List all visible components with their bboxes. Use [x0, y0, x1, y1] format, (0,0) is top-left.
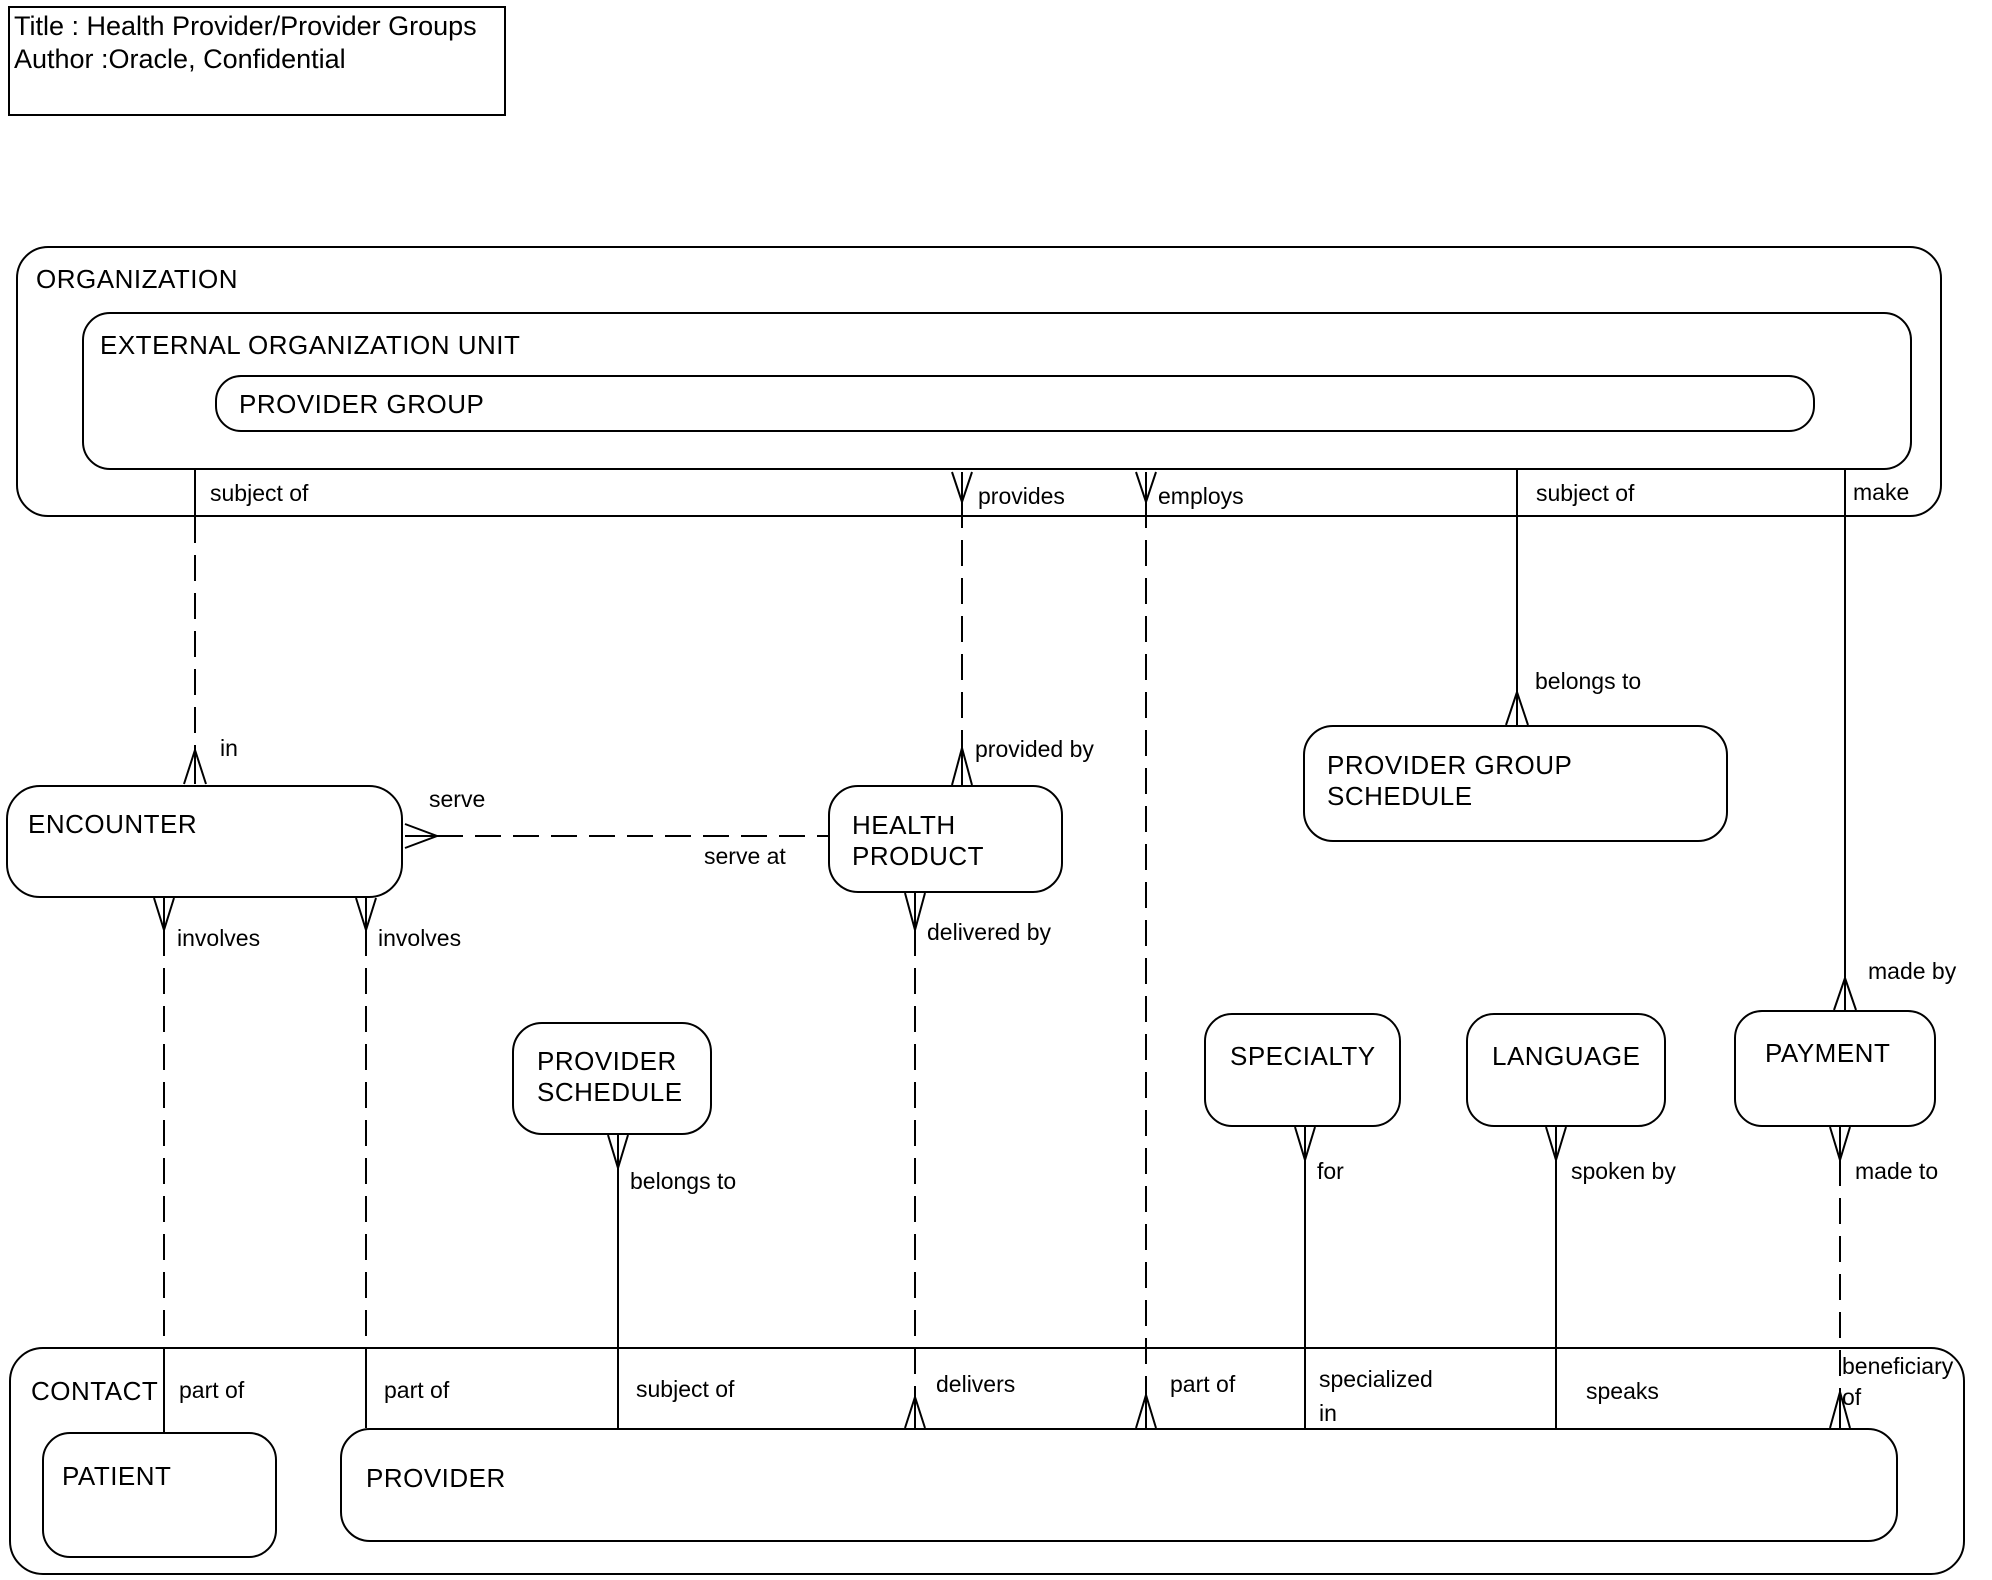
rel-health-product-provider	[904, 892, 926, 1429]
rel-org-provider	[1135, 471, 1157, 1429]
crow-foot-hp-delivered-by	[904, 892, 926, 934]
rel-label-part-of-provider-org: part of	[1170, 1371, 1236, 1397]
entity-label-external-organization-unit: EXTERNAL ORGANIZATION UNIT	[100, 330, 521, 360]
rel-label-beneficiary-of: beneficiary of	[1842, 1353, 1954, 1410]
rel-encounter-provider	[355, 897, 377, 1428]
entity-provider-group	[215, 375, 1815, 432]
rel-label-subject-of-encounter: subject of	[210, 480, 309, 506]
entity-contact	[9, 1347, 1965, 1575]
crow-foot-provider-beneficiary-of	[1829, 1388, 1851, 1429]
rel-label-serve-at: serve at	[704, 843, 786, 869]
crow-foot-pgs-belongs-to	[1505, 688, 1529, 726]
rel-specialty-provider	[1294, 1126, 1316, 1430]
diagram-title: Title : Health Provider/Provider Groups	[14, 11, 477, 41]
entity-label-encounter: ENCOUNTER	[28, 809, 198, 839]
rel-label-belongs-to-pgs: belongs to	[1535, 668, 1642, 694]
entity-label-provider-schedule: PROVIDER SCHEDULE	[537, 1046, 683, 1107]
crow-foot-payment-made-by	[1833, 974, 1857, 1011]
entity-label-payment: PAYMENT	[1765, 1038, 1891, 1068]
entity-label-provider-group-schedule: PROVIDER GROUP SCHEDULE	[1327, 750, 1572, 811]
entity-organization	[16, 246, 1942, 517]
rel-label-for: for	[1317, 1158, 1344, 1184]
crow-foot-encounter-serve	[404, 823, 440, 849]
rel-label-subject-of-pgs: subject of	[1536, 480, 1635, 506]
rel-org-provider-group-schedule	[1505, 470, 1529, 726]
crow-foot-encounter-involves-patient	[153, 897, 175, 934]
entity-provider-group-schedule	[1303, 725, 1728, 842]
crow-foot-hp-provided-by	[951, 744, 973, 786]
crow-foot-encounter-involves-provider	[355, 897, 377, 934]
rel-label-spoken-by: spoken by	[1571, 1158, 1676, 1184]
rel-provider-schedule-provider	[607, 1134, 629, 1428]
entity-health-product	[828, 785, 1063, 893]
entity-external-organization-unit	[82, 312, 1912, 470]
title-box	[8, 6, 506, 116]
rel-label-in: in	[220, 735, 238, 761]
rel-label-belongs-to-ps: belongs to	[630, 1168, 737, 1194]
crow-foot-specialty-for	[1294, 1126, 1316, 1164]
rel-encounter-health-product	[404, 823, 828, 849]
rel-encounter-patient	[153, 897, 175, 1432]
rel-label-involves-patient: involves	[177, 925, 261, 951]
crow-foot-language-spoken-by	[1545, 1126, 1567, 1164]
rel-label-delivers: delivers	[936, 1371, 1016, 1397]
entity-label-patient: PATIENT	[62, 1461, 172, 1491]
entity-encounter	[6, 785, 403, 898]
entity-label-organization: ORGANIZATION	[36, 264, 238, 294]
rel-label-involves-provider: involves	[378, 925, 462, 951]
crow-foot-ps-belongs-to	[607, 1134, 629, 1172]
rel-org-payment	[1833, 470, 1857, 1011]
rel-label-provides: provides	[978, 483, 1065, 509]
entity-label-specialty: SPECIALTY	[1230, 1041, 1376, 1071]
rel-label-part-of-provider-enc: part of	[384, 1377, 450, 1403]
rel-label-made-by: made by	[1868, 958, 1957, 984]
rel-label-speaks: speaks	[1586, 1378, 1659, 1404]
crow-foot-provider-delivers	[904, 1393, 926, 1429]
entity-patient	[42, 1432, 277, 1558]
rel-label-employs: employs	[1158, 483, 1244, 509]
entity-language	[1466, 1013, 1666, 1127]
crow-foot-payment-made-to	[1829, 1126, 1851, 1164]
entity-label-health-product: HEALTH PRODUCT	[852, 810, 985, 871]
entity-provider-schedule	[512, 1022, 712, 1135]
rel-label-subject-of-provider: subject of	[636, 1376, 735, 1402]
rel-label-specialized-in: specialized in	[1319, 1366, 1433, 1426]
rel-label-made-to: made to	[1855, 1158, 1939, 1184]
entity-specialty	[1204, 1013, 1401, 1127]
rel-payment-provider	[1829, 1126, 1851, 1429]
rel-org-health-product	[951, 471, 973, 786]
crow-foot-encounter-in	[183, 746, 207, 785]
rel-language-provider	[1545, 1126, 1567, 1430]
entity-provider	[340, 1428, 1898, 1542]
rel-label-provided-by: provided by	[975, 736, 1094, 762]
diagram-author: Author :Oracle, Confidential	[14, 44, 346, 74]
entity-payment	[1734, 1010, 1936, 1127]
rel-label-serve: serve	[429, 786, 486, 812]
crow-foot-provider-part-of-org	[1135, 1391, 1157, 1429]
entity-label-language: LANGUAGE	[1492, 1041, 1641, 1071]
rel-org-encounter	[183, 470, 207, 785]
entity-label-contact: CONTACT	[31, 1376, 159, 1406]
rel-label-make: make	[1853, 479, 1910, 505]
entity-label-provider: PROVIDER	[366, 1463, 506, 1493]
rel-label-delivered-by: delivered by	[927, 919, 1052, 945]
entity-label-provider-group: PROVIDER GROUP	[239, 389, 485, 419]
rel-label-part-of-patient: part of	[179, 1377, 245, 1403]
